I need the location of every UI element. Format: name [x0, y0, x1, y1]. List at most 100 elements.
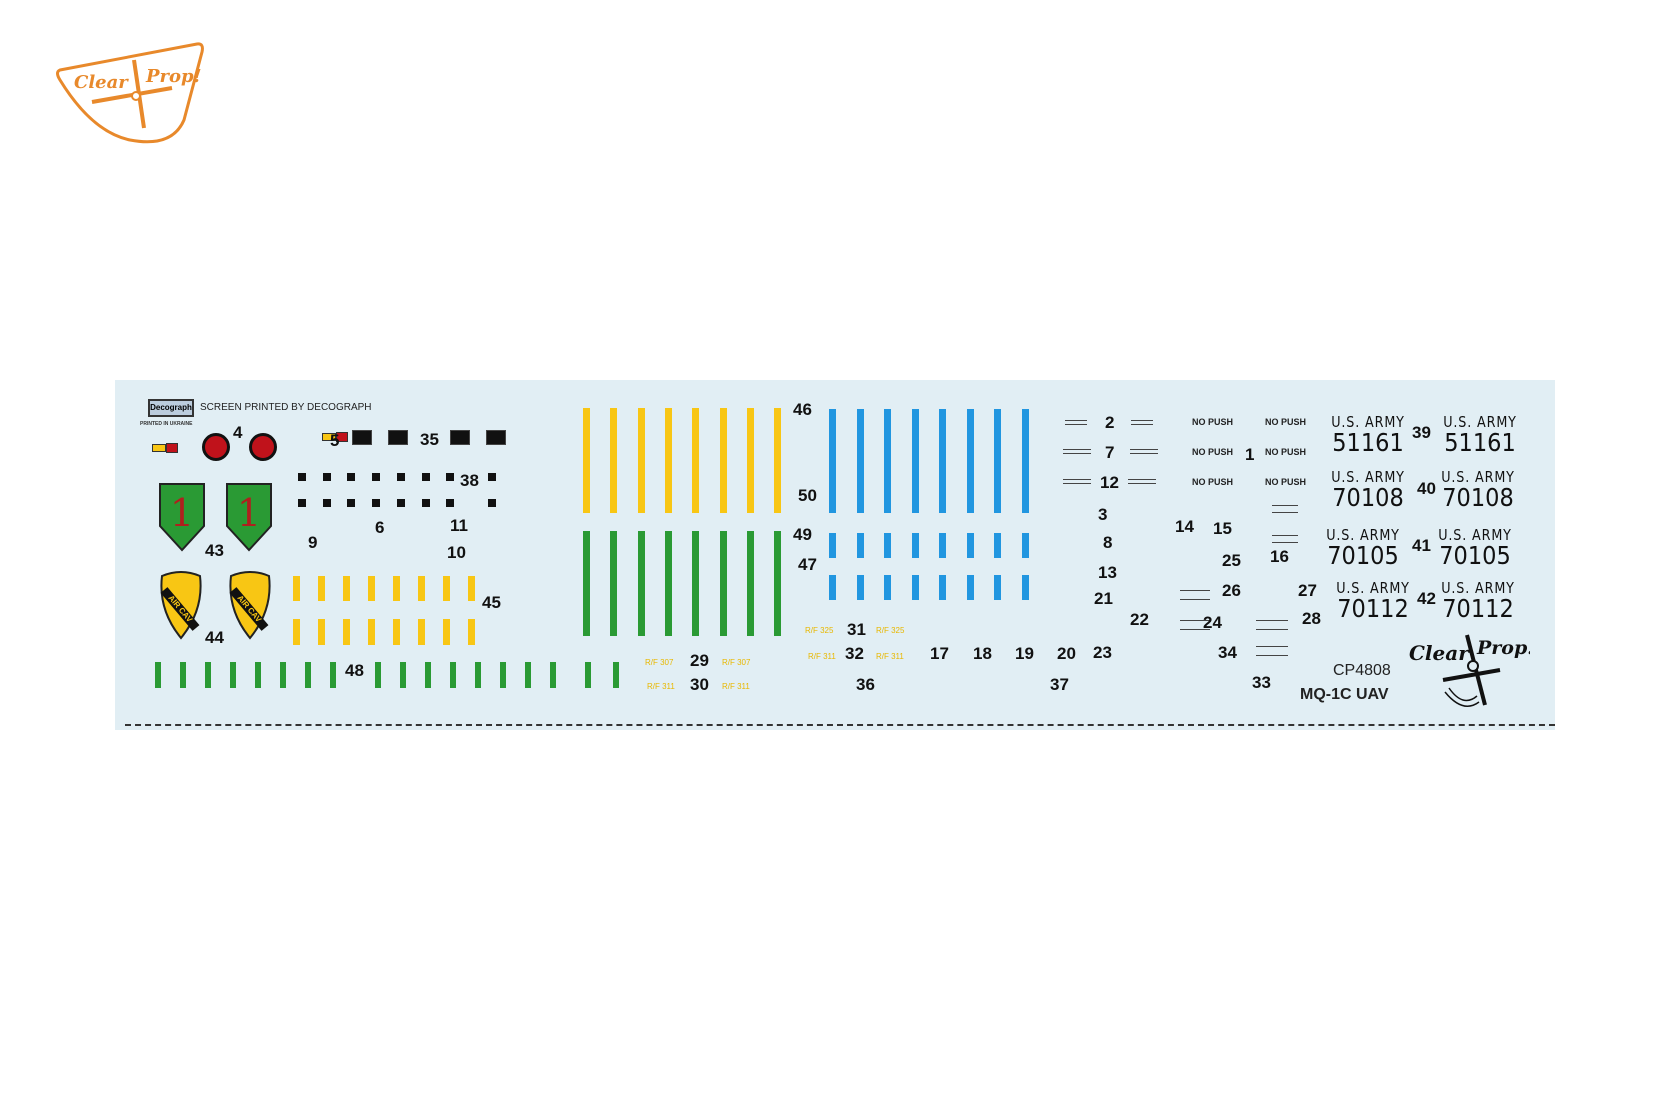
square-decal: [298, 499, 306, 507]
decal-number: 40: [1417, 479, 1436, 498]
decal-number: 2: [1105, 413, 1115, 432]
decal-number: 5: [330, 431, 340, 450]
stencil-decal: [1131, 420, 1153, 425]
stripe-decal: [393, 619, 400, 645]
stripe-decal: [884, 409, 891, 513]
stripe-decal: [293, 619, 300, 645]
decal-number: 8: [1103, 533, 1113, 552]
decal-number: 22: [1130, 610, 1149, 629]
decal-number: 11: [450, 516, 468, 535]
stripe-decal: [746, 531, 754, 636]
svg-text:Prop!: Prop!: [1476, 637, 1530, 659]
stripe-decal: [856, 575, 864, 600]
decal-number: 46: [793, 400, 812, 419]
air-cav-patch: AIR CAV: [229, 571, 271, 640]
stripe-decal: [418, 576, 425, 601]
svg-text:1: 1: [170, 491, 194, 535]
stripe-decal: [719, 408, 727, 513]
decal-number: 49: [793, 525, 812, 544]
decal-number: 33: [1252, 673, 1271, 692]
square-decal: [397, 499, 405, 507]
decal-number: 29: [690, 651, 709, 670]
square-decal: [422, 473, 430, 481]
stripe-decal: [468, 576, 475, 601]
stripe-decal: [1021, 533, 1029, 558]
square-decal: [372, 473, 380, 481]
stripe-decal: [939, 575, 946, 600]
stripe-decal: [911, 533, 919, 558]
stripe-decal: [966, 533, 974, 558]
decograph-logo: Decograph: [148, 399, 194, 417]
decal-number: 43: [205, 541, 224, 560]
stencil-decal: [1180, 590, 1210, 600]
red-roundel: [249, 433, 277, 461]
square-decal: [446, 499, 454, 507]
stripe-decal: [368, 619, 375, 645]
stripe-decal: [500, 662, 506, 688]
decal-number: 35: [420, 430, 439, 449]
square-decal: [347, 499, 355, 507]
stripe-decal: [746, 408, 754, 513]
stripe-decal: [719, 531, 727, 636]
square-decal: [347, 473, 355, 481]
rf-label: R/F 325: [876, 626, 905, 635]
decal-number: 25: [1222, 551, 1241, 570]
product-code: CP4808: [1333, 662, 1391, 679]
stripe-decal: [637, 531, 645, 636]
stripe-decal: [583, 408, 590, 513]
stripe-decal: [994, 533, 1001, 558]
square-decal: [446, 473, 454, 481]
decal-number: 36: [856, 675, 875, 694]
decal-number: 47: [798, 555, 817, 574]
stencil-decal: [1128, 479, 1156, 484]
stencil-decal: [1256, 646, 1288, 656]
stripe-decal: [418, 619, 425, 645]
stripe-decal: [318, 619, 325, 645]
rf-label: R/F 307: [722, 658, 751, 667]
no-push-stencil: NO PUSH: [1265, 477, 1307, 487]
no-push-stencil: NO PUSH: [1192, 477, 1234, 487]
no-push-stencil: NO PUSH: [1265, 417, 1307, 427]
stripe-decal: [343, 619, 350, 645]
decal-number: 19: [1015, 644, 1034, 663]
decal-number: 27: [1298, 581, 1317, 600]
decal-number: 14: [1175, 517, 1194, 536]
decal-number: 31: [847, 620, 866, 639]
stripe-decal: [425, 662, 431, 688]
square-decal: [488, 499, 496, 507]
stripe-decal: [966, 409, 974, 513]
decal-number: 41: [1412, 536, 1431, 555]
air-cav-patch: AIR CAV: [160, 571, 202, 640]
stripe-decal: [585, 662, 591, 688]
stripe-decal: [637, 408, 645, 513]
decal-number: 38: [460, 471, 479, 490]
rf-label: R/F 311: [647, 682, 675, 691]
stripe-decal: [829, 533, 836, 558]
printer-text: SCREEN PRINTED BY DECOGRAPH: [200, 402, 372, 413]
decal-number: 24: [1203, 613, 1222, 632]
decal-number: 13: [1098, 563, 1117, 582]
decal-number: 45: [482, 593, 501, 612]
stencil-decal: [1130, 449, 1158, 454]
stripe-decal: [692, 531, 700, 636]
stencil-decal: [1063, 479, 1091, 484]
stripe-decal: [230, 662, 236, 688]
stripe-decal: [475, 662, 481, 688]
square-decal: [397, 473, 405, 481]
red-roundel: [202, 433, 230, 461]
decal-number: 17: [930, 644, 949, 663]
stripe-decal: [610, 531, 618, 636]
stripe-decal: [400, 662, 406, 688]
stripe-decal: [280, 662, 286, 688]
warning-placard: [486, 430, 506, 445]
flag-decal: [322, 433, 336, 441]
square-decal: [422, 499, 430, 507]
decal-number: 4: [233, 423, 243, 442]
stripe-decal: [856, 409, 864, 513]
stripe-decal: [911, 409, 919, 513]
decal-number: 39: [1412, 423, 1431, 442]
